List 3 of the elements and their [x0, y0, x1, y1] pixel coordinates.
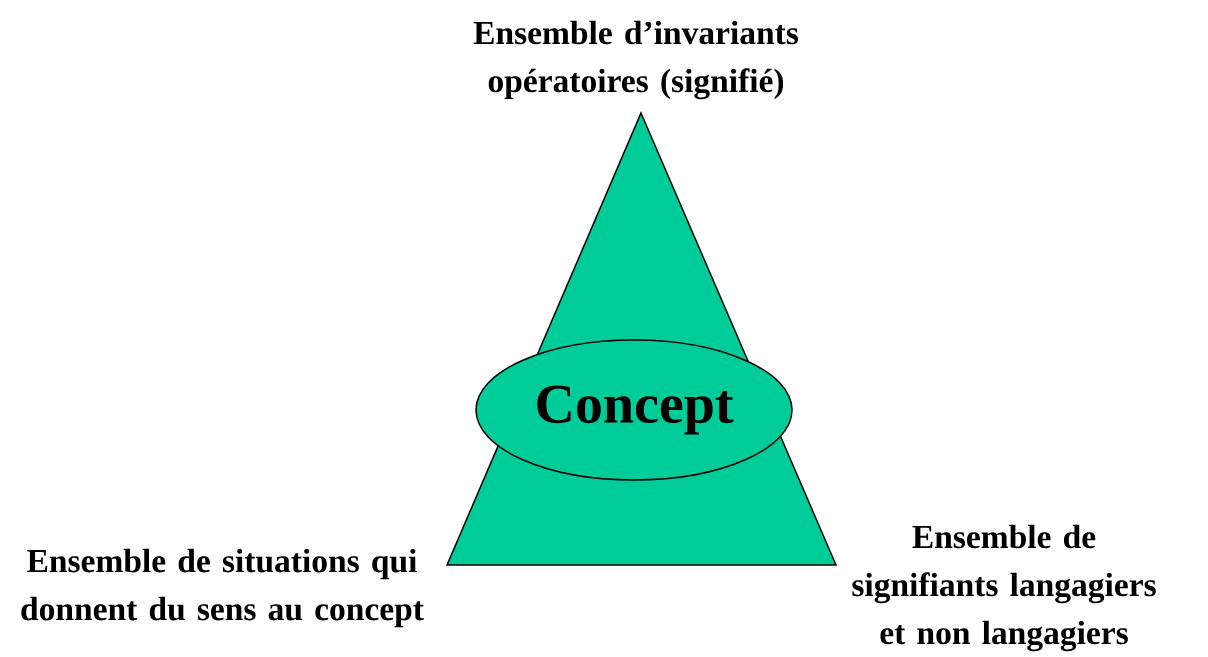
corner-label: Ensemble de situations qui donnent du sens au concept: [21, 548, 424, 628]
corner-label: Ensemble d’invariants opératoires (signifié): [473, 20, 799, 100]
corner-label: Ensemble de signifiants langagiers et non langagiers: [852, 524, 1156, 652]
